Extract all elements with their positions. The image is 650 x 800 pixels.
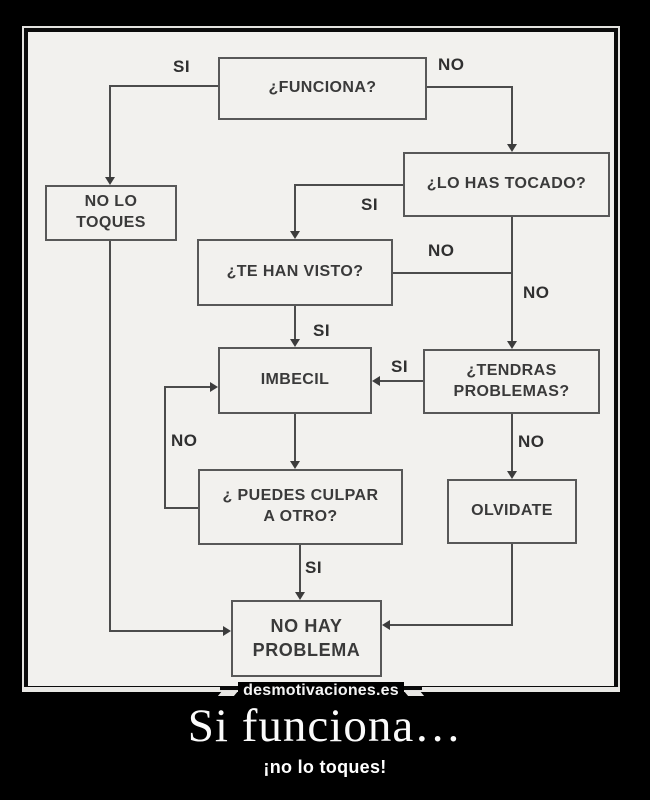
edge-label-si: SI [391,357,409,376]
node-imbecil: IMBECIL [218,347,372,414]
node-label: ¿FUNCIONA? [268,79,377,97]
connector-line [294,414,296,462]
connector-line [299,545,301,593]
connector-line [109,85,111,178]
ribbon-notch-right [403,691,424,696]
node-label: ¿TE HAN VISTO? [226,263,364,281]
connector-line [295,184,403,186]
connector-line [511,414,513,472]
arrowhead [223,626,231,636]
node-label: OLVIDATE [471,502,553,520]
connector-line [165,386,211,388]
node-lo-has-tocado: ¿LO HAS TOCADO? [403,152,610,217]
connector-line [294,184,296,232]
connector-line [109,241,111,632]
arrowhead [290,231,300,239]
node-label: ¿ PUEDES CULPAR A OTRO? [222,487,379,525]
connector-line [511,86,513,145]
connector-line [294,306,296,340]
connector-line [389,624,513,626]
connector-line [164,386,166,509]
arrowhead [210,382,218,392]
edge-label-no: NO [171,431,198,450]
edge-label-si: SI [305,558,323,577]
flowchart-photo: ¿FUNCIONA? NO LO TOQUES ¿LO HAS TOCADO? … [22,26,620,692]
arrowhead [507,144,517,152]
connector-line [379,380,423,382]
connector-line [110,85,218,87]
arrowhead [290,461,300,469]
node-olvidate: OLVIDATE [447,479,577,544]
node-label: NO HAY PROBLEMA [252,616,361,660]
flowchart-canvas: ¿FUNCIONA? NO LO TOQUES ¿LO HAS TOCADO? … [28,32,614,686]
poster-title: Si funciona… [187,700,463,752]
arrowhead [507,471,517,479]
edge-label-si: SI [173,57,191,76]
node-no-lo-toques: NO LO TOQUES [45,185,177,241]
arrowhead [507,341,517,349]
connector-line [427,86,512,88]
edge-label-si: SI [361,195,379,214]
connector-line [110,630,224,632]
connector-line [511,217,513,342]
watermark-text: desmotivaciones.es [238,682,404,700]
edge-label-no: NO [438,55,465,74]
node-tendras-problemas: ¿TENDRAS PROBLEMAS? [423,349,600,414]
node-label: ¿TENDRAS PROBLEMAS? [453,361,570,400]
arrowhead [295,592,305,600]
edge-label-no: NO [518,432,545,451]
edge-label-si: SI [313,321,331,340]
arrowhead [382,620,390,630]
node-label: IMBECIL [260,371,330,389]
node-funciona: ¿FUNCIONA? [218,57,427,120]
ribbon-notch-left [218,691,239,696]
connector-line [165,507,198,509]
node-label: NO LO TOQUES [76,193,146,231]
arrowhead [290,339,300,347]
connector-line [393,272,513,274]
arrowhead [105,177,115,185]
node-te-han-visto: ¿TE HAN VISTO? [197,239,393,306]
arrowhead [372,376,380,386]
edge-label-no: NO [523,283,550,302]
node-puedes-culpar: ¿ PUEDES CULPAR A OTRO? [198,469,403,545]
ribbon-line-left [22,687,221,692]
watermark-ribbon: desmotivaciones.es [22,682,621,704]
edge-label-no: NO [428,241,455,260]
poster-subtitle: ¡no lo toques! [263,757,387,777]
ribbon-line-right [421,687,621,692]
connector-line [511,544,513,625]
node-label: ¿LO HAS TOCADO? [426,175,587,193]
node-no-hay-problema: NO HAY PROBLEMA [231,600,382,677]
